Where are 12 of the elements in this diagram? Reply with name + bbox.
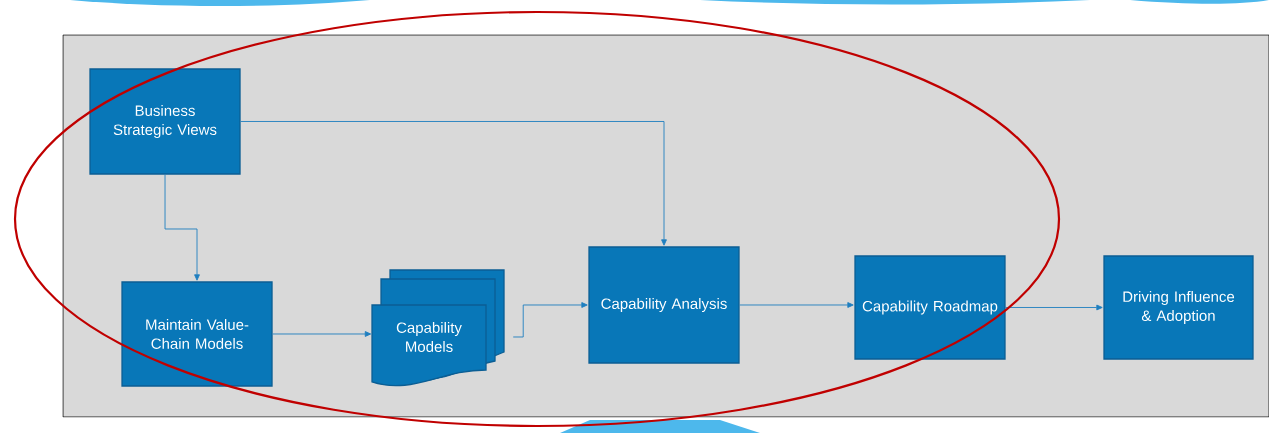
process-box: Driving Influence & Adoption <box>1103 255 1254 360</box>
process-box: Business Strategic Views <box>89 68 241 175</box>
arrow <box>739 302 854 308</box>
process-box: Capability Analysis <box>588 246 740 364</box>
arrow <box>164 174 200 281</box>
document-stack: Capability Models <box>371 269 505 387</box>
arrow <box>272 331 372 337</box>
arrow <box>512 302 588 338</box>
arrow <box>1005 304 1103 311</box>
process-box: Maintain Value-Chain Models <box>121 281 273 387</box>
process-box: Capability Roadmap <box>854 255 1006 360</box>
arrow <box>240 121 667 246</box>
